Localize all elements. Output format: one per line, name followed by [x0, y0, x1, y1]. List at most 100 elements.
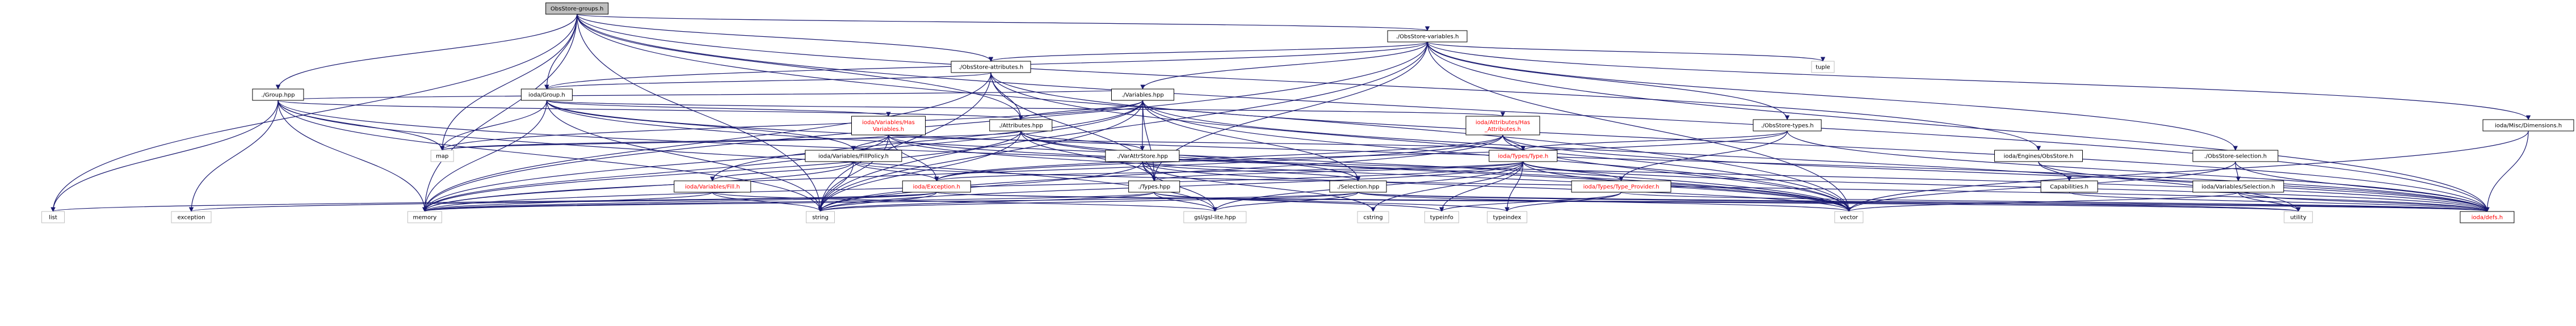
edge-group-hpp-to-vector: [278, 100, 1851, 212]
node-obsstore-types[interactable]: ./ObsStore-types.h: [1753, 119, 1822, 132]
edge-obsstore-selection-to-variables-selection: [2235, 161, 2241, 181]
edge-types-hpp-to-typeinfo: [1154, 192, 1444, 212]
node-box: [1489, 150, 1558, 162]
edge-vars-to-memory: [422, 41, 1428, 212]
node-vars[interactable]: ./ObsStore-variables.h: [1387, 30, 1468, 43]
edge-variables-hpp-to-selection-hpp: [1142, 100, 1361, 181]
node-variables-selection[interactable]: ioda/Variables/Selection.h: [2192, 180, 2284, 193]
node-label: Capabilities.h: [2050, 184, 2088, 190]
node-label: tuple: [1816, 65, 1830, 71]
node-selection-hpp[interactable]: ./Selection.hpp: [1329, 180, 1387, 193]
node-tuple: tuple: [1811, 61, 1835, 73]
edge-variables-hpp-to-map: [440, 100, 1144, 151]
node-label: ioda/Types/Type.h: [1498, 154, 1548, 160]
edge-selection-hpp-to-gsl: [1212, 192, 1359, 212]
node-box: [1111, 88, 1174, 101]
node-box: [41, 211, 65, 223]
node-variables-hpp[interactable]: ./Variables.hpp: [1111, 88, 1174, 101]
edge-has-variables-to-types-type: [888, 134, 1526, 151]
edge-vars-to-string: [818, 41, 1428, 212]
edge-attributes-hpp-to-map: [440, 130, 1022, 151]
edge-ioda-group-to-fill-policy: [546, 100, 856, 151]
node-label: ioda/Engines/ObsStore.h: [2003, 154, 2073, 160]
edge-variables-hpp-to-string: [818, 100, 1144, 212]
node-types-hpp[interactable]: ./Types.hpp: [1128, 180, 1180, 193]
node-label: ./Group.hpp: [261, 92, 295, 99]
node-ioda-group[interactable]: ioda/Group.h: [520, 88, 573, 101]
node-box: [2482, 119, 2574, 132]
edge-types-type-to-typeinfo: [1439, 161, 1524, 212]
edge-misc-dims-to-defs: [2485, 130, 2529, 212]
node-exception-h[interactable]: ioda/Exception.h: [902, 180, 971, 193]
node-map: map: [430, 150, 454, 162]
edge-attributes-hpp-to-memory: [422, 130, 1022, 212]
node-fill-policy[interactable]: ioda/Variables/FillPolicy.h: [805, 150, 902, 162]
node-var-attr-store[interactable]: ./VarAttrStore.hpp: [1105, 150, 1180, 162]
node-has-attributes[interactable]: ioda/Attributes/Has_Attributes.h: [1465, 116, 1540, 136]
edge-vars-to-misc-dims: [1427, 41, 2531, 120]
node-box: [1128, 180, 1180, 193]
node-group-hpp[interactable]: ./Group.hpp: [252, 88, 304, 101]
node-cstring: cstring: [1357, 211, 1389, 223]
node-label: vector: [1840, 215, 1859, 221]
node-attributes-hpp[interactable]: ./Attributes.hpp: [989, 119, 1053, 132]
node-exception: exception: [171, 211, 212, 223]
node-gsl: gsl/gsl-lite.hpp: [1183, 211, 1247, 223]
node-label: ./Attributes.hpp: [999, 123, 1043, 129]
node-capabilities[interactable]: Capabilities.h: [2040, 180, 2098, 193]
edge-root-to-attrs: [577, 14, 994, 62]
node-label: Variables.h: [873, 126, 904, 133]
node-box: [171, 211, 212, 223]
node-root[interactable]: ObsStore-groups.h: [545, 2, 609, 15]
node-box: [1387, 30, 1468, 43]
edge-vars-to-tuple: [1427, 41, 1825, 62]
node-types-type[interactable]: ioda/Types/Type.h: [1489, 150, 1558, 162]
edge-types-hpp-to-string: [818, 192, 1155, 212]
node-fill-h[interactable]: ioda/Variables/Fill.h: [674, 180, 751, 193]
edge-has-variables-to-exception-h: [888, 134, 939, 181]
node-list: list: [41, 211, 65, 223]
edge-selection-hpp-to-utility: [1358, 192, 2301, 212]
node-box: [951, 61, 1031, 73]
edge-layer: [51, 14, 2531, 212]
node-box: [2192, 180, 2284, 193]
node-misc-dims[interactable]: ioda/Misc/Dimensions.h: [2482, 119, 2574, 132]
edge-has-variables-to-vector: [888, 134, 1851, 212]
edge-root-to-attributes-hpp: [577, 14, 1023, 120]
node-box: [1834, 211, 1864, 223]
node-attrs[interactable]: ./ObsStore-attributes.h: [951, 61, 1031, 73]
node-type-provider[interactable]: ioda/Types/Type_Provider.h: [1571, 180, 1671, 193]
edge-group-hpp-to-attributes-hpp: [278, 100, 1023, 120]
node-box: [1105, 150, 1180, 162]
edge-group-hpp-to-memory: [278, 100, 427, 212]
node-obsstore-selection[interactable]: ./ObsStore-selection.h: [2192, 150, 2279, 162]
edge-exception-h-to-memory: [422, 192, 937, 212]
node-box: [2040, 180, 2098, 193]
node-label: utility: [2290, 215, 2306, 221]
node-box: [1994, 150, 2083, 162]
edge-types-type-to-exception-h: [934, 161, 1524, 181]
edge-variables-hpp-to-types-hpp: [1142, 100, 1157, 181]
edge-root-to-defs: [577, 14, 2490, 212]
edge-ioda-group-to-vector: [546, 100, 1851, 212]
node-label: ./ObsStore-selection.h: [2204, 154, 2267, 160]
edge-variables-hpp-to-attributes-hpp: [1018, 100, 1144, 120]
edge-fill-h-to-gsl: [712, 192, 1217, 212]
node-box: [1811, 61, 1835, 73]
edge-attributes-hpp-to-selection-hpp: [1020, 130, 1361, 181]
edge-attrs-to-string: [818, 72, 991, 212]
node-label: map: [436, 154, 448, 160]
edge-selection-hpp-to-string: [818, 192, 1359, 212]
edge-fill-policy-to-string: [818, 161, 854, 212]
node-vector: vector: [1834, 211, 1864, 223]
edge-obsstore-selection-to-defs: [2235, 161, 2490, 212]
edge-types-type-to-typeindex: [1505, 161, 1524, 212]
edge-has-variables-to-fill-policy: [851, 134, 889, 151]
node-engine-obsstore[interactable]: ioda/Engines/ObsStore.h: [1994, 150, 2083, 162]
edge-root-to-memory: [422, 14, 578, 212]
edge-attrs-to-vector: [990, 72, 1851, 212]
node-label: ioda/Variables/Selection.h: [2201, 184, 2275, 190]
node-defs[interactable]: ioda/defs.h: [2460, 211, 2515, 223]
edge-types-hpp-to-typeindex: [1154, 192, 1510, 212]
